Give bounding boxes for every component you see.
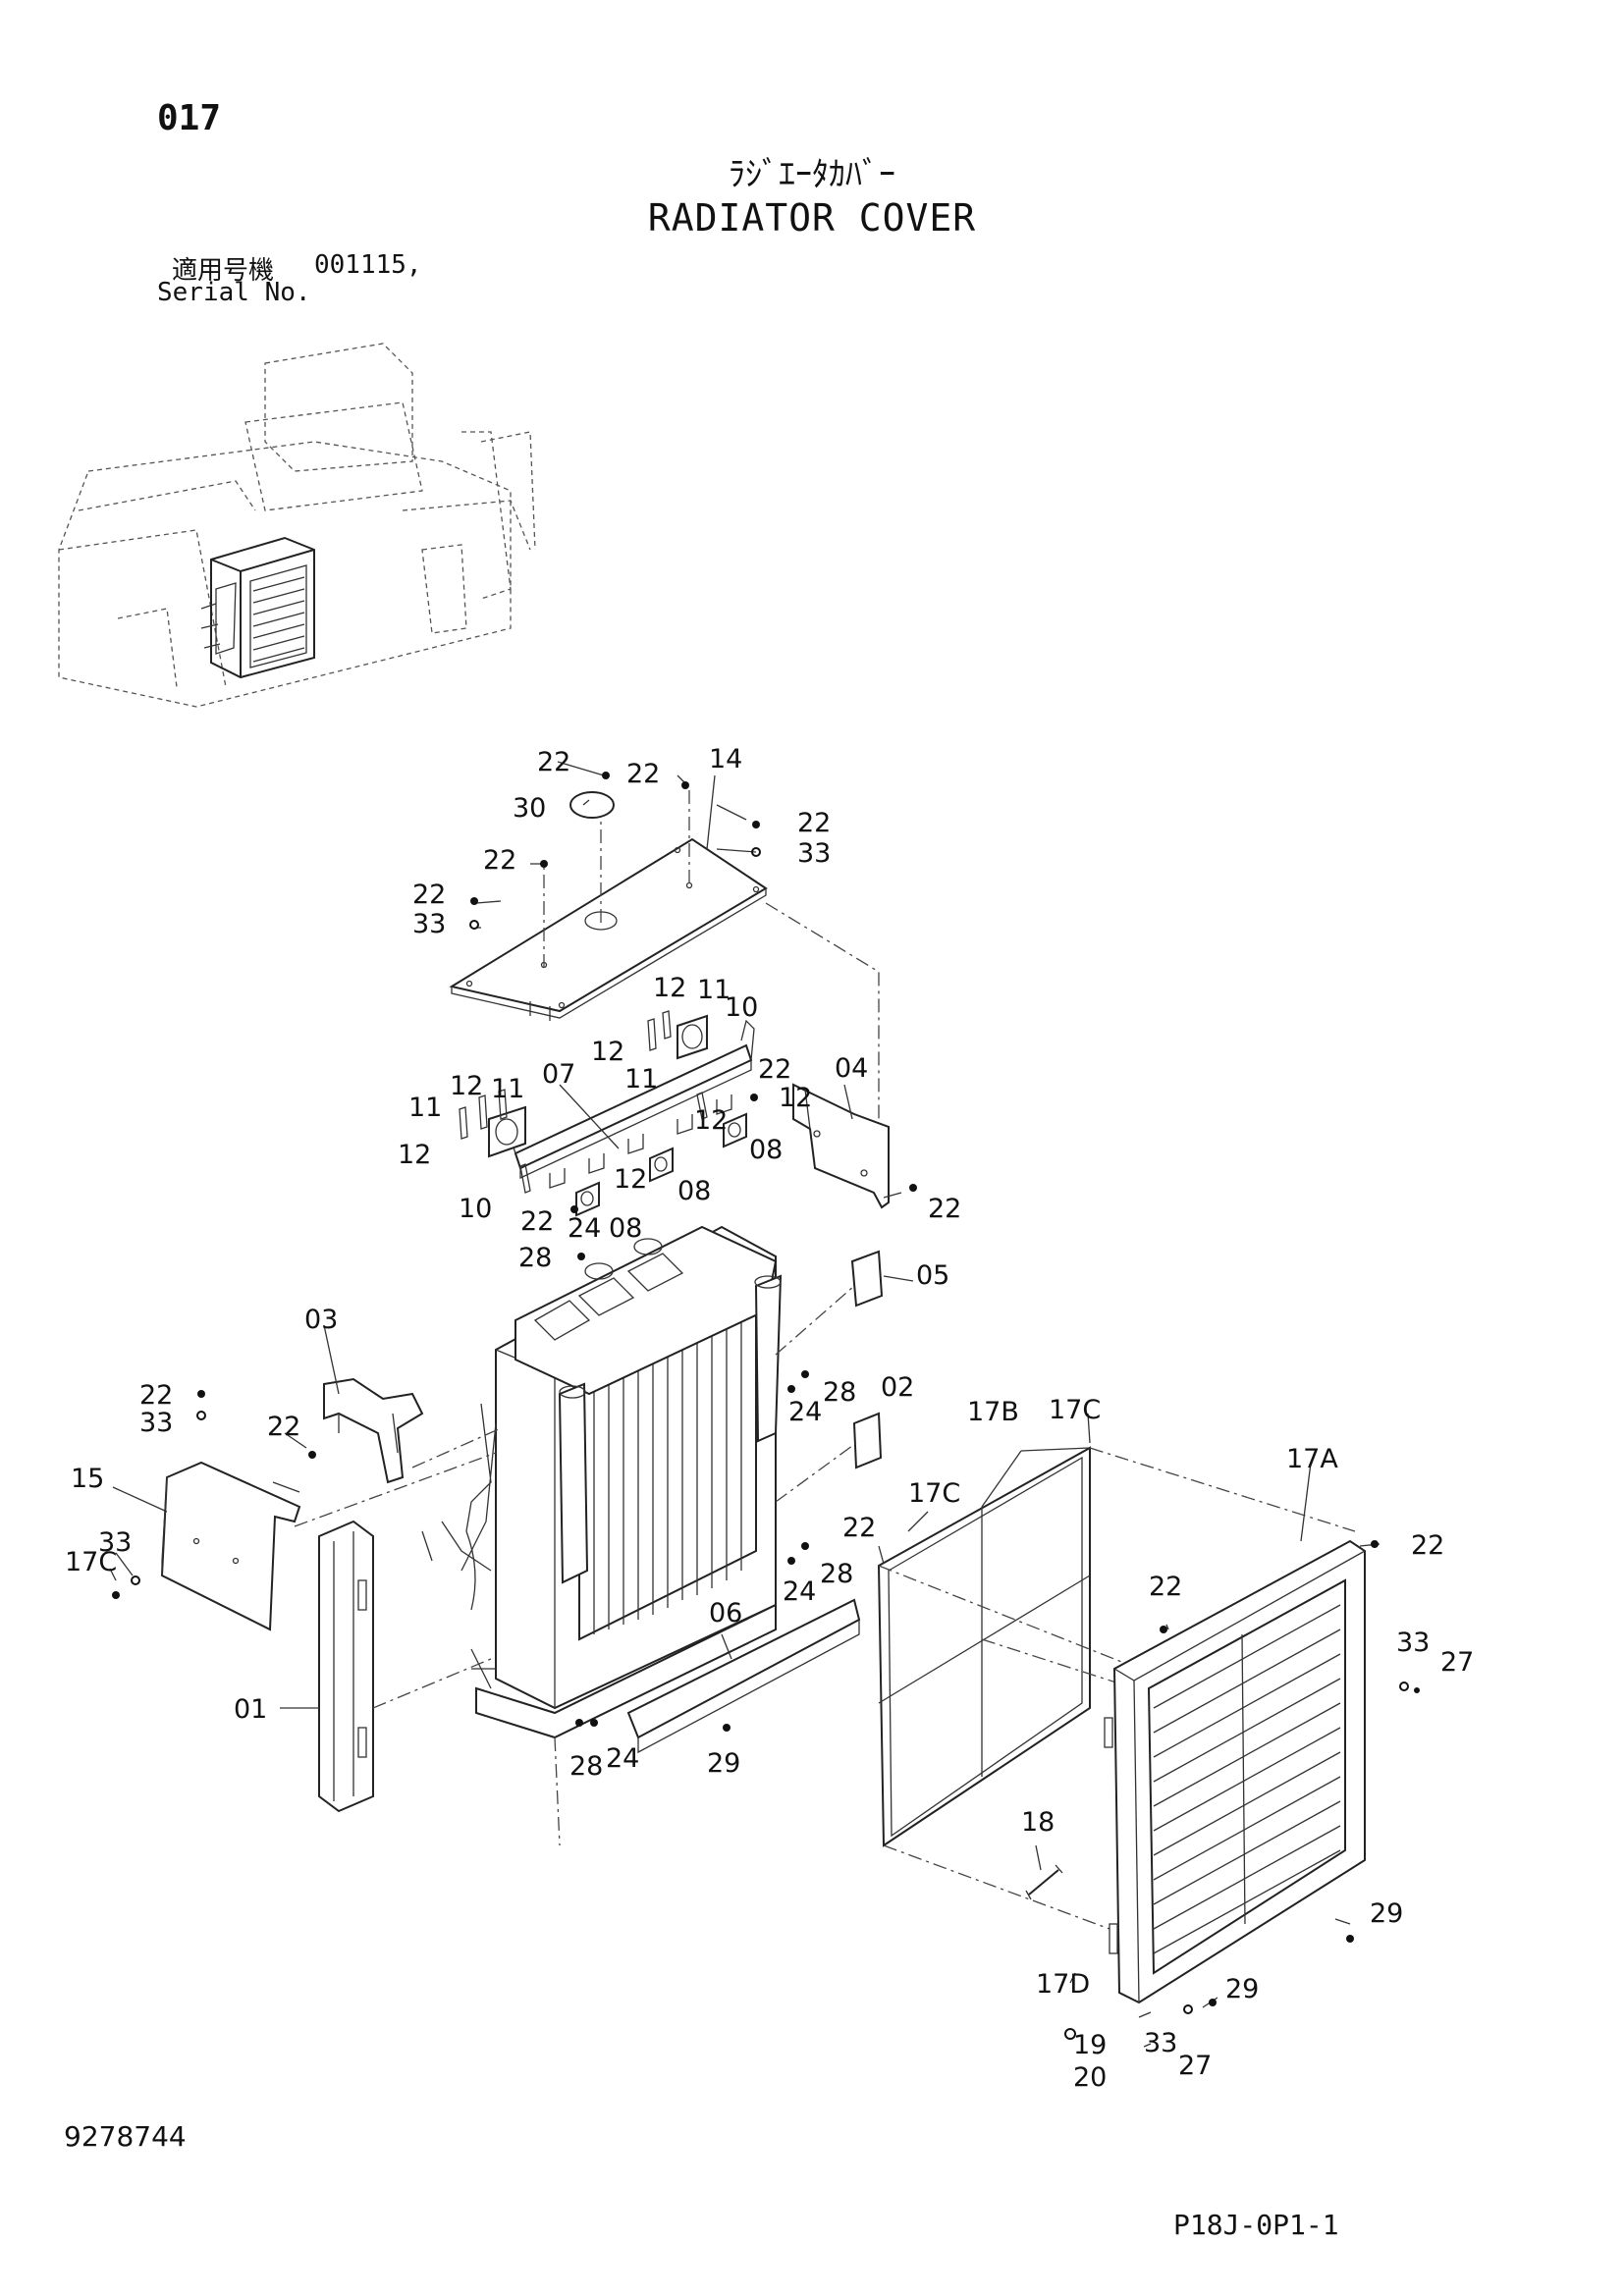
callout-label: 11 bbox=[408, 1093, 442, 1123]
callout-label: 12 bbox=[614, 1164, 647, 1195]
callout-label: 33 bbox=[1396, 1628, 1430, 1658]
callout-label: 27 bbox=[1440, 1647, 1474, 1678]
serial-value: 001115, bbox=[314, 250, 422, 280]
stay-01 bbox=[318, 1520, 374, 1813]
radiator-core bbox=[421, 1225, 783, 1739]
callout-label: 28 bbox=[823, 1377, 856, 1408]
callout-label: 12 bbox=[591, 1037, 624, 1067]
callout-label: 29 bbox=[1225, 1974, 1259, 2004]
callout-label: 33 bbox=[412, 909, 446, 939]
callout-label: 05 bbox=[916, 1260, 949, 1291]
callout-label: 15 bbox=[71, 1464, 104, 1494]
callout-label: 29 bbox=[1370, 1898, 1403, 1929]
callout-label: 24 bbox=[568, 1213, 601, 1244]
callout-label: 24 bbox=[606, 1743, 639, 1774]
callout-label: 12 bbox=[694, 1105, 728, 1136]
callout-label: 17C bbox=[1049, 1395, 1101, 1425]
callout-label: 27 bbox=[1178, 2051, 1212, 2081]
callout-label: 17B bbox=[967, 1397, 1019, 1427]
callout-label: 12 bbox=[779, 1083, 812, 1113]
bracket-04 bbox=[792, 1083, 890, 1209]
callout-label: 12 bbox=[653, 973, 686, 1003]
callout-label: 08 bbox=[749, 1135, 783, 1165]
stays bbox=[850, 1250, 884, 1469]
handle-18 bbox=[1025, 1864, 1063, 1900]
callout-label: 12 bbox=[398, 1140, 431, 1170]
callout-label: 11 bbox=[491, 1074, 524, 1104]
top-cover-plate bbox=[449, 785, 880, 1158]
callout-label: 30 bbox=[513, 793, 546, 824]
callout-label: 10 bbox=[459, 1194, 492, 1224]
callout-label: 22 bbox=[139, 1380, 173, 1411]
callout-label: 17A bbox=[1286, 1444, 1338, 1474]
sheet-code: P18J-0P1-1 bbox=[1173, 2209, 1339, 2241]
callout-label: 33 bbox=[1144, 2028, 1177, 2058]
cap-30 bbox=[569, 791, 615, 819]
callout-label: 12 bbox=[450, 1071, 483, 1101]
callout-label: 14 bbox=[709, 744, 742, 774]
callout-label: 22 bbox=[928, 1194, 961, 1224]
callout-label: 04 bbox=[835, 1053, 868, 1084]
callout-label: 06 bbox=[709, 1598, 742, 1629]
callout-label: 22 bbox=[520, 1206, 554, 1237]
callout-label: 28 bbox=[518, 1243, 552, 1273]
page-number: 017 bbox=[157, 98, 222, 138]
title-japanese: ﾗｼﾞｴｰﾀｶﾊﾞｰ bbox=[729, 155, 895, 194]
callout-labels: 22 22 14 30 22 33 22 22 33 12 11 10 12 1… bbox=[65, 744, 1474, 2093]
callout-label: 17C bbox=[65, 1547, 117, 1577]
callout-label: 11 bbox=[624, 1064, 658, 1095]
callout-label: 01 bbox=[234, 1694, 267, 1725]
serial-label-japanese: 適用号機 bbox=[172, 256, 275, 286]
callout-label: 29 bbox=[707, 1748, 740, 1779]
callout-label: 02 bbox=[881, 1372, 914, 1403]
callout-label: 22 bbox=[1149, 1572, 1182, 1602]
fastener-markers bbox=[112, 772, 1420, 2040]
cover-plate-15 bbox=[160, 1461, 301, 1631]
seal-bracket-assembly bbox=[459, 1010, 755, 1217]
callout-label: 33 bbox=[797, 838, 831, 869]
leader-lines bbox=[109, 761, 1380, 2048]
cover-03 bbox=[323, 1377, 424, 1484]
callout-label: 28 bbox=[569, 1751, 603, 1782]
callout-label: 22 bbox=[842, 1513, 876, 1543]
callout-label: 17C bbox=[908, 1478, 960, 1509]
callout-label: 08 bbox=[677, 1176, 711, 1206]
document-id: 9278744 bbox=[64, 2120, 187, 2153]
bracket-06 bbox=[626, 1598, 861, 1754]
callout-label: 22 bbox=[267, 1412, 300, 1442]
callout-label: 17D bbox=[1036, 1969, 1090, 2000]
net-17b bbox=[877, 1446, 1091, 1847]
callout-label: 19 bbox=[1073, 2030, 1107, 2060]
callout-label: 28 bbox=[820, 1559, 853, 1589]
callout-label: 07 bbox=[542, 1059, 575, 1090]
callout-label: 10 bbox=[725, 992, 758, 1023]
cover-door-17a bbox=[1104, 1539, 1366, 2004]
callout-label: 22 bbox=[483, 845, 516, 876]
callout-label: 33 bbox=[98, 1527, 132, 1558]
machine-overview-illustration bbox=[58, 343, 536, 708]
callout-label: 11 bbox=[697, 975, 731, 1005]
callout-label: 24 bbox=[783, 1576, 816, 1607]
callout-label: 22 bbox=[626, 759, 660, 789]
callout-label: 22 bbox=[537, 747, 570, 777]
title-english: RADIATOR COVER bbox=[647, 196, 977, 240]
callout-label: 22 bbox=[412, 880, 446, 910]
callout-label: 22 bbox=[797, 808, 831, 838]
callout-label: 33 bbox=[139, 1408, 173, 1438]
callout-label: 03 bbox=[304, 1305, 338, 1335]
callout-label: 08 bbox=[609, 1213, 642, 1244]
callout-label: 18 bbox=[1021, 1807, 1055, 1838]
callout-label: 22 bbox=[1411, 1530, 1444, 1561]
callout-label: 20 bbox=[1073, 2062, 1107, 2093]
callout-label: 22 bbox=[758, 1054, 791, 1085]
callout-label: 24 bbox=[788, 1397, 822, 1427]
serial-label-english: Serial No. bbox=[157, 278, 311, 307]
